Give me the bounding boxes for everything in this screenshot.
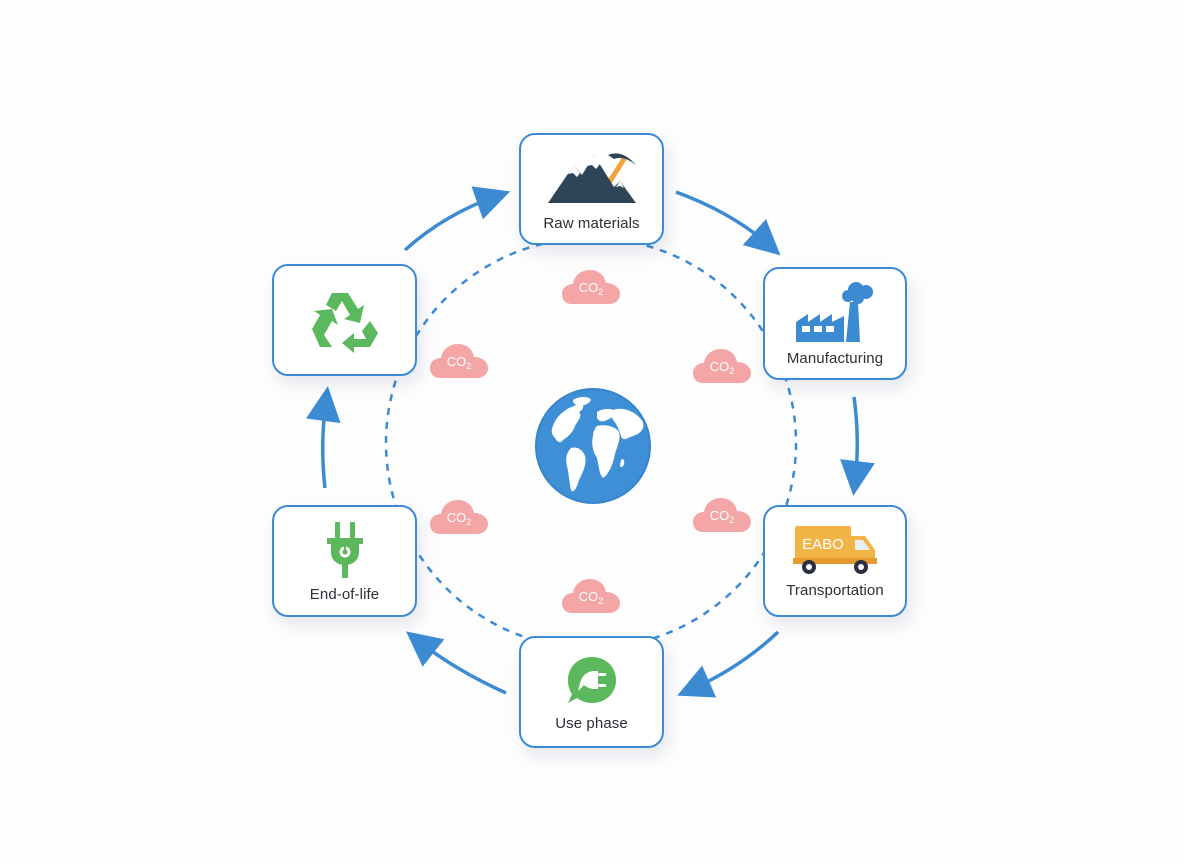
stage-label: Use phase [555, 714, 628, 732]
co2-cloud: CO2 [562, 266, 620, 306]
arrow-recycle-to-raw [403, 186, 511, 252]
plug-chat-bubble-icon [567, 656, 616, 703]
co2-cloud: CO2 [693, 494, 751, 534]
stage-label: Manufacturing [786, 350, 884, 367]
arrow-use-to-endoflife [406, 631, 507, 695]
co2-cloud: CO2 [430, 340, 488, 380]
arrow-manufacturing-to-transport [840, 396, 875, 496]
stage-raw-materials: Raw materials [519, 133, 664, 245]
co2-cloud: CO2 [430, 496, 488, 536]
stage-recycling [272, 264, 417, 376]
plug-icon [326, 521, 363, 578]
co2-cloud: CO2 [562, 575, 620, 615]
stage-label: Raw materials [543, 214, 640, 232]
arrow-endoflife-to-recycle [305, 386, 341, 489]
stage-label: End-of-life [309, 585, 380, 603]
stage-transportation: EABO Transportation [763, 505, 907, 617]
stage-use-phase: Use phase [519, 636, 664, 748]
co2-cloud: CO2 [693, 345, 751, 385]
truck-icon: EABO [793, 525, 877, 574]
arrow-raw-to-manufacturing [675, 190, 781, 256]
stage-manufacturing: Manufacturing [763, 267, 907, 380]
stage-label: Transportation [786, 581, 884, 599]
factory-icon [796, 282, 873, 342]
stage-end-of-life: End-of-life [272, 505, 417, 617]
arrow-transport-to-use [677, 630, 780, 698]
recycle-icon [311, 293, 378, 353]
mountain-pickaxe-icon [547, 152, 636, 203]
dashed-ring [384, 236, 798, 650]
globe-icon [533, 386, 653, 506]
svg-text:EABO: EABO [802, 536, 844, 553]
